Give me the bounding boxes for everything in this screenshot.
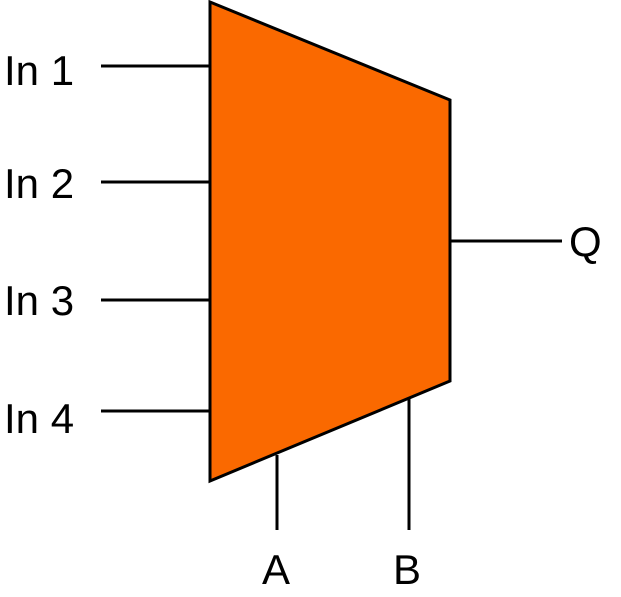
mux-body <box>208 0 452 484</box>
select-label-b: B <box>393 546 422 593</box>
input-label-in3: In 3 <box>4 277 75 324</box>
input-label-in1: In 1 <box>4 47 75 94</box>
output-label-q: Q <box>569 218 602 265</box>
input-label-in2: In 2 <box>4 160 75 207</box>
input-label-in4: In 4 <box>4 395 75 442</box>
select-label-a: A <box>262 546 291 593</box>
